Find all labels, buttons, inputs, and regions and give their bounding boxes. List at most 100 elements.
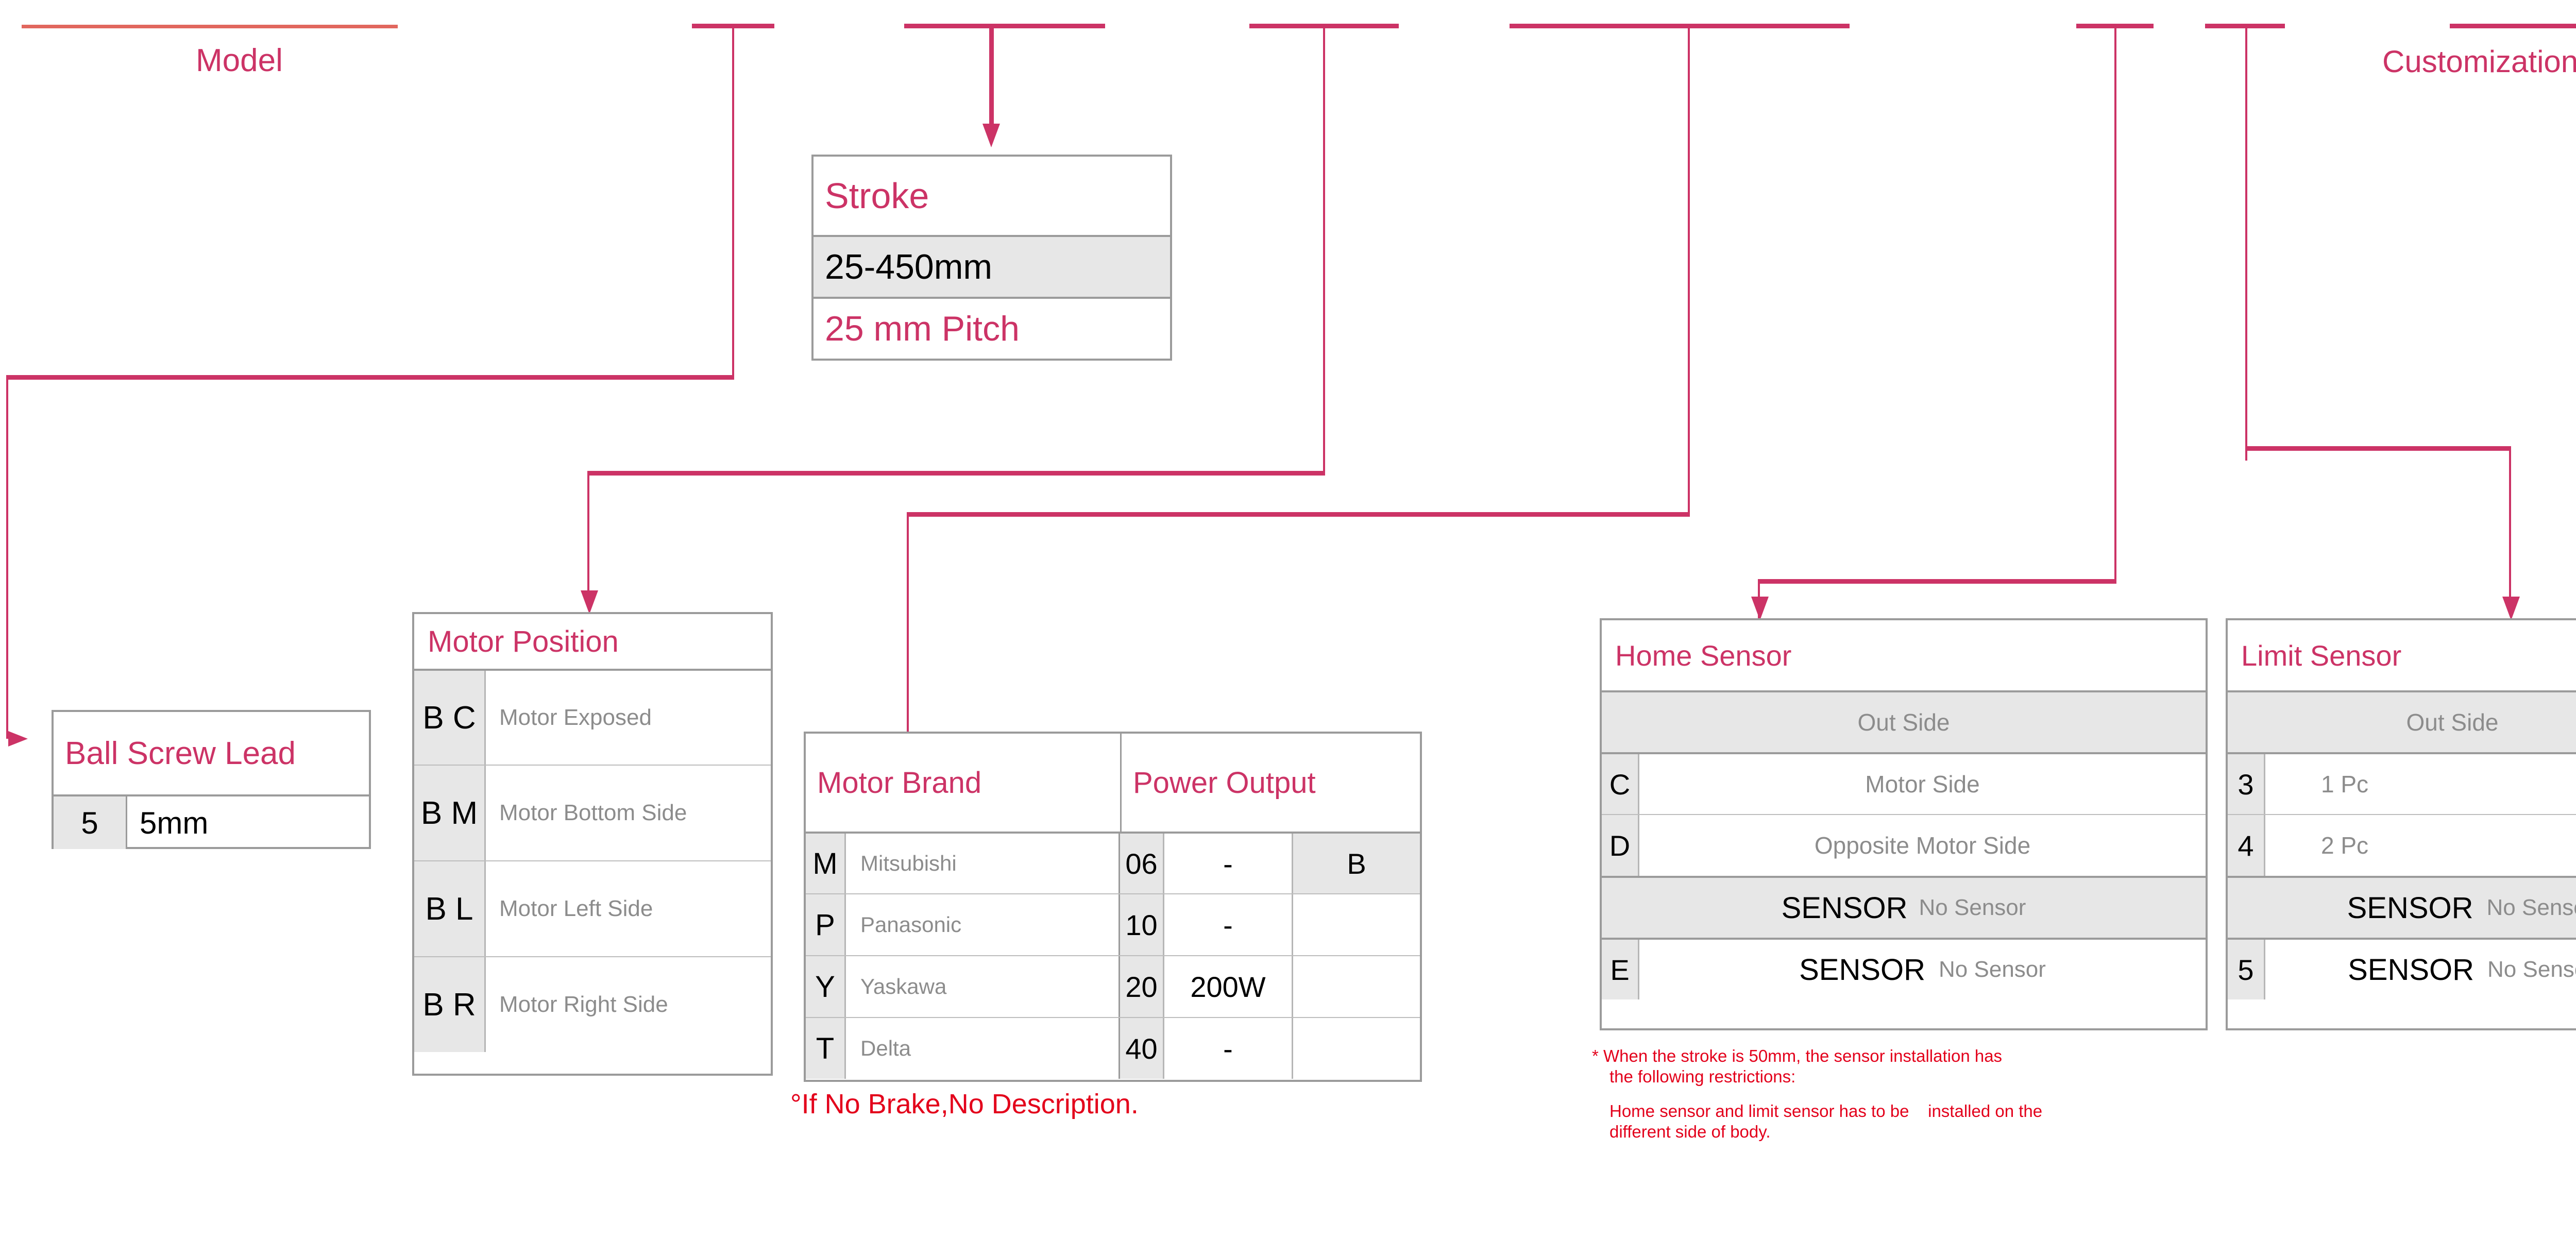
rail-segment-motorbrand — [1510, 24, 1850, 28]
motor-brand-note: °If No Brake,No Description. — [790, 1089, 1139, 1120]
connector-limitsensor-arrowhead — [2502, 597, 2520, 620]
connector-motorpos-h1 — [587, 471, 1325, 476]
table-row: B C Motor Exposed — [414, 669, 771, 765]
limit-sensor-card: Limit Sensor Out Side 3 1 Pc 4 2 Pc SENS… — [2226, 618, 2576, 1030]
stroke-range-value: 25-450mm — [814, 237, 1170, 297]
connector-ballscrew-arrowhead — [8, 731, 28, 747]
limit-sensor-desc: 1 Pc — [2264, 754, 2576, 814]
connector-motorbrand-v1 — [1688, 25, 1690, 514]
stroke-row: 25 mm Pitch — [814, 297, 1170, 359]
brake-code — [1292, 894, 1420, 955]
table-row: M Mitsubishi 06 - B — [806, 832, 1420, 893]
motor-position-desc: Motor Exposed — [484, 671, 771, 765]
connector-ballscrew-v1 — [732, 25, 734, 377]
connector-limitsensor-h1 — [2245, 446, 2511, 451]
power-output-code: 06 — [1118, 834, 1163, 893]
home-sensor-last-strong: SENSOR — [1799, 953, 1926, 987]
motor-position-code: B M — [414, 766, 484, 860]
ball-screw-lead-row: 5 5mm — [54, 794, 369, 849]
connector-homesensor-arrowhead — [1751, 597, 1769, 620]
brake-code — [1292, 1018, 1420, 1079]
motor-position-card: Motor Position B C Motor Exposed B M Mot… — [412, 612, 773, 1076]
limit-sensor-last-light: No Sensor — [2487, 957, 2576, 982]
home-sensor-desc: Motor Side — [1638, 754, 2206, 814]
motor-position-desc: Motor Right Side — [484, 957, 771, 1052]
table-row: B L Motor Left Side — [414, 860, 771, 956]
power-output-title: Power Output — [1120, 734, 1420, 832]
connector-limitsensor-v2 — [2509, 446, 2511, 609]
connector-motorbrand-h1 — [907, 512, 1690, 517]
connector-stroke-arrowhead — [982, 124, 1000, 147]
limit-sensor-band2-strong: SENSOR — [2347, 891, 2473, 925]
connector-limitsensor-v1 — [2245, 25, 2247, 461]
stroke-title: Stroke — [825, 176, 929, 216]
connector-ballscrew-v2 — [6, 375, 8, 739]
home-sensor-code: C — [1602, 754, 1638, 814]
home-sensor-band-label: Out Side — [1857, 709, 1950, 736]
home-sensor-title: Home Sensor — [1615, 639, 1792, 672]
table-row: T Delta 40 - — [806, 1017, 1420, 1079]
power-output-code: 20 — [1118, 956, 1163, 1017]
home-sensor-code: E — [1602, 940, 1638, 999]
power-output-code: 10 — [1118, 894, 1163, 955]
home-sensor-desc: Opposite Motor Side — [1638, 815, 2206, 876]
table-row: Y Yaskawa 20 200W — [806, 955, 1420, 1017]
connector-homesensor-h1 — [1758, 579, 2116, 584]
brake-code — [1292, 956, 1420, 1017]
power-output-code: 40 — [1118, 1018, 1163, 1079]
home-sensor-band2-strong: SENSOR — [1781, 891, 1908, 925]
motor-position-desc: Motor Left Side — [484, 861, 771, 956]
motor-brand-code: T — [806, 1018, 844, 1079]
connector-stroke-vertical — [989, 25, 994, 128]
ball-screw-lead-code: 5 — [54, 796, 126, 849]
rail-segment-customorder — [2450, 24, 2576, 28]
motor-brand-card: Motor Brand Power Output M Mitsubishi 06… — [804, 732, 1422, 1082]
power-output-value: - — [1163, 1018, 1292, 1079]
table-row: E SENSOR No Sensor — [1602, 938, 2206, 999]
connector-motorpos-v2 — [587, 471, 589, 595]
motor-position-desc: Motor Bottom Side — [484, 766, 771, 860]
limit-sensor-last-strong: SENSOR — [2348, 953, 2475, 987]
ball-screw-lead-title: Ball Screw Lead — [65, 735, 296, 771]
table-row: 4 2 Pc — [2228, 814, 2576, 876]
rail-segment-limitsensor — [2205, 24, 2285, 28]
stroke-pitch-value: 25 mm Pitch — [825, 309, 1020, 348]
table-row: C Motor Side — [1602, 752, 2206, 814]
limit-sensor-code: 5 — [2228, 940, 2264, 999]
limit-sensor-title: Limit Sensor — [2241, 639, 2402, 672]
motor-brand-name: Mitsubishi — [844, 834, 1118, 893]
motor-brand-code: P — [806, 894, 844, 955]
limit-sensor-band2-light: No Sensor — [2486, 895, 2576, 920]
connector-homesensor-v1 — [2114, 25, 2116, 581]
limit-sensor-band: Out Side — [2228, 690, 2576, 752]
motor-brand-code: M — [806, 834, 844, 893]
footnote-line-2: the following restrictions: — [1609, 1067, 1796, 1087]
limit-sensor-band-label: Out Side — [2406, 709, 2499, 736]
connector-motorpos-arrowhead — [581, 590, 598, 614]
limit-sensor-code: 3 — [2228, 754, 2264, 814]
connector-ballscrew-h1 — [6, 375, 734, 380]
motor-position-code: B L — [414, 861, 484, 956]
motor-position-code: B R — [414, 957, 484, 1052]
table-row: D Opposite Motor Side — [1602, 814, 2206, 876]
limit-sensor-band2: SENSOR No Sensor — [2228, 876, 2576, 938]
footnote-line-4: different side of body. — [1609, 1122, 1771, 1141]
table-row: B M Motor Bottom Side — [414, 765, 771, 860]
motor-brand-title: Motor Brand — [817, 766, 982, 800]
table-row: 3 1 Pc — [2228, 752, 2576, 814]
rail-label-customization-order-no: Customization Order No. — [2382, 44, 2576, 79]
rail-segment-model — [22, 25, 398, 28]
motor-position-title: Motor Position — [428, 624, 619, 658]
stroke-row: 25-450mm — [814, 235, 1170, 297]
connector-motorpos-v1 — [1323, 25, 1325, 473]
home-sensor-band2-light: No Sensor — [1919, 895, 2026, 920]
stroke-card: Stroke 25-450mm 25 mm Pitch — [811, 155, 1172, 361]
motor-brand-name: Panasonic — [844, 894, 1118, 955]
table-row: 5 SENSOR No Sensor — [2228, 938, 2576, 999]
home-sensor-card: Home Sensor Out Side C Motor Side D Oppo… — [1600, 618, 2208, 1030]
ball-screw-lead-card: Ball Screw Lead 5 5mm — [52, 710, 371, 849]
rail-label-model: Model — [196, 43, 283, 78]
footnote-line-1: * When the stroke is 50mm, the sensor in… — [1592, 1046, 2003, 1065]
power-output-value: 200W — [1163, 956, 1292, 1017]
motor-position-code: B C — [414, 671, 484, 765]
